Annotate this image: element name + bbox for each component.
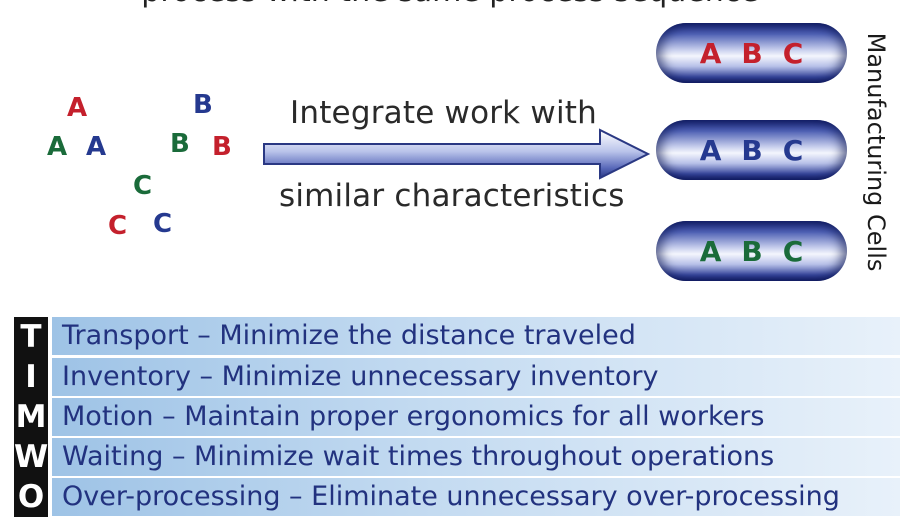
manufacturing-cell: A B C [656,120,847,180]
waste-initial: M [15,399,47,435]
manufacturing-cell: A B C [656,23,847,83]
arrow-label-line1: Integrate work with [290,95,597,131]
cell-letter: C [782,234,804,268]
scattered-letter: C [108,211,128,241]
scattered-letter: B [193,90,213,120]
timwo-column: T I M W O [14,317,48,517]
cell-letter: A [699,133,722,167]
scattered-letter: C [153,209,173,239]
scattered-letter: C [133,171,153,201]
waste-row: Over-processing – Eliminate unnecessary … [52,478,900,516]
cell-letter: B [741,234,763,268]
waste-initial: T [20,319,42,355]
arrow-right-icon [263,128,651,180]
waste-initial: W [14,439,49,475]
scattered-letter: B [170,129,190,159]
waste-initial: O [17,479,45,515]
cell-letter: A [699,234,722,268]
arrow-label-line2: similar characteristics [279,178,625,214]
scattered-letter: B [212,132,232,162]
waste-row: Motion – Maintain proper ergonomics for … [52,398,900,436]
waste-row: Inventory – Minimize unnecessary invento… [52,358,900,396]
waste-initial: I [25,359,37,395]
scattered-letter: A [47,132,68,162]
cell-letter: C [782,36,804,70]
cell-letter: A [699,36,722,70]
waste-row: Transport – Minimize the distance travel… [52,317,900,355]
manufacturing-cells-label: Manufacturing Cells [862,32,890,272]
cell-letter: B [741,36,763,70]
cell-letter: C [782,133,804,167]
cell-letter: B [741,133,763,167]
header-text: process with the same process sequence [0,0,900,9]
scattered-letter: A [67,93,88,123]
waste-row: Waiting – Minimize wait times throughout… [52,438,900,476]
manufacturing-cell: A B C [656,221,847,281]
scattered-letter: A [86,132,107,162]
